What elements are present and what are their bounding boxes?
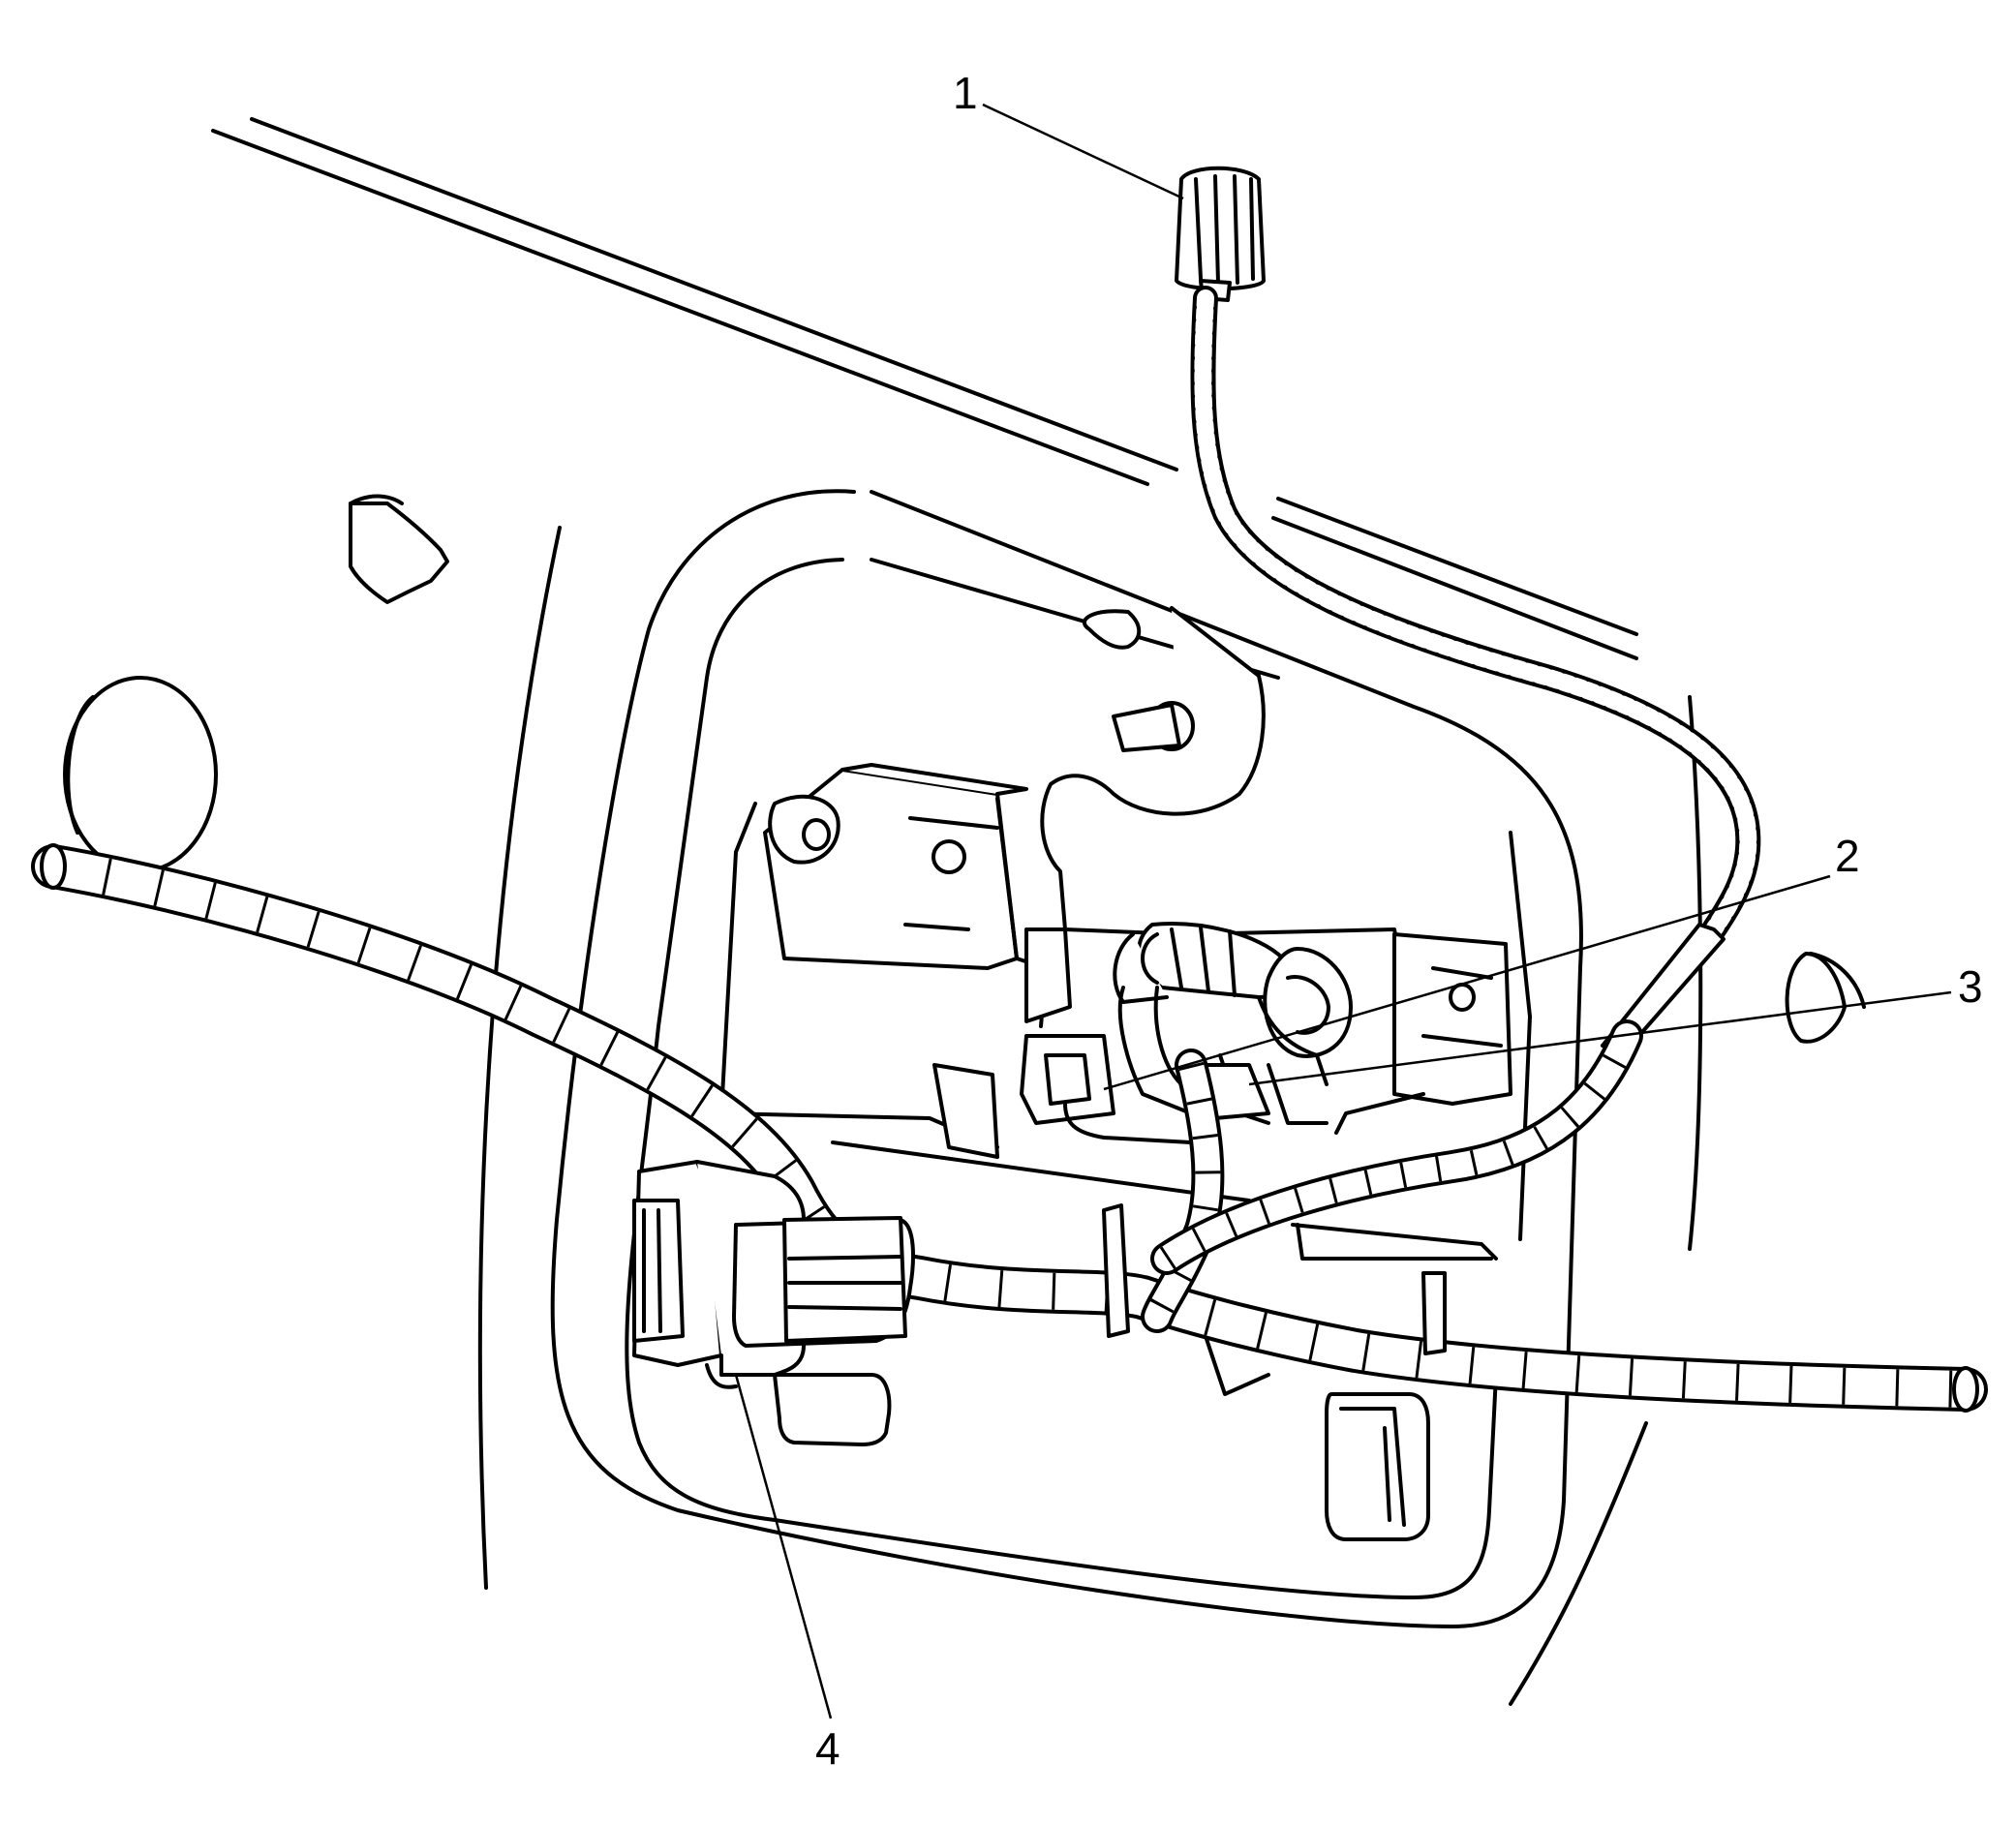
callout-3: 3	[1958, 961, 1983, 1012]
lower-shelf	[831, 1063, 1498, 1396]
lock-actuator	[1020, 922, 1353, 1144]
right-hole-plug	[1785, 952, 1866, 1044]
lock-bracket	[763, 763, 1048, 1028]
callout-2: 2	[1835, 831, 1860, 881]
right-bracket	[1334, 932, 1512, 1135]
leader-3	[1248, 990, 1952, 1086]
leader-2	[1103, 874, 1831, 1091]
upper-trim-lines	[211, 117, 1638, 660]
callout-4: 4	[815, 1723, 840, 1774]
lock-mount-plate	[719, 558, 1406, 1149]
door-lock-knob-rod	[1175, 166, 1761, 1057]
harness-connector	[632, 1160, 915, 1446]
leader-1	[982, 103, 1184, 200]
round-hole-plug	[63, 676, 218, 873]
callout-leaders	[734, 103, 1952, 1719]
trim-clip-tab	[349, 494, 449, 604]
access-opening-frame	[550, 489, 1583, 1628]
leader-4	[734, 1374, 833, 1719]
callout-1: 1	[953, 68, 978, 118]
callout-labels: 1 2 3 4	[815, 68, 1983, 1774]
wiring-harness	[31, 843, 1988, 1413]
lower-slot	[1325, 1392, 1430, 1541]
